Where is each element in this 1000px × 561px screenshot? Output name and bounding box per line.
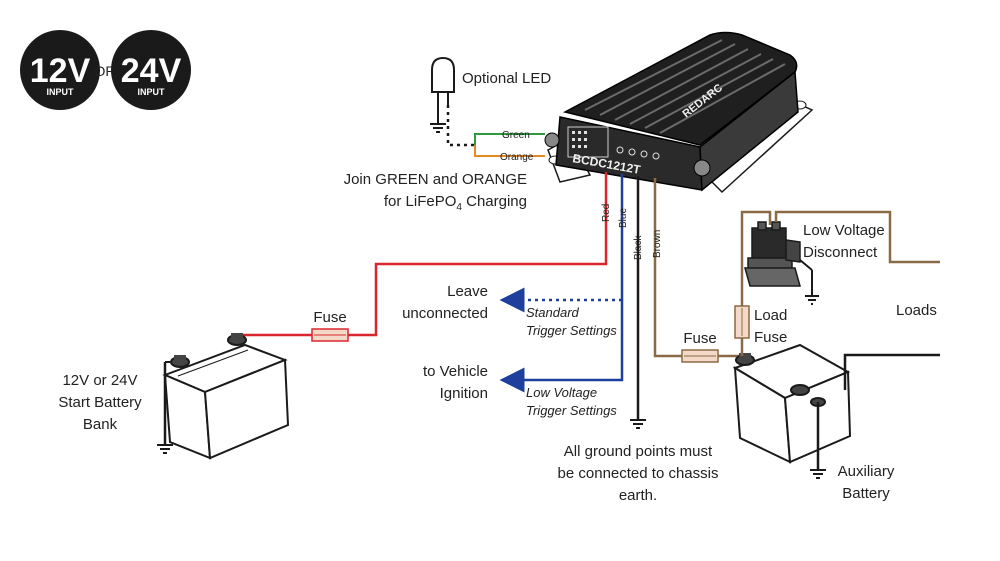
low-voltage-settings-line2: Trigger Settings bbox=[526, 403, 617, 418]
standard-label-line1: Leave bbox=[447, 283, 488, 300]
load-fuse-line1: Load bbox=[754, 307, 787, 324]
lvd-device-icon bbox=[744, 221, 801, 287]
join-note-line2: for LiFePO4 Charging bbox=[384, 193, 527, 213]
lvd-line1: Low Voltage bbox=[803, 222, 885, 239]
aux-battery-icon bbox=[732, 343, 852, 464]
red-wire-label: Red bbox=[601, 204, 612, 222]
aux-battery-line1: Auxiliary bbox=[838, 463, 895, 480]
dc-charger-device: BCDC1212T REDARC bbox=[544, 31, 814, 194]
brown-wire-label: Brown bbox=[652, 230, 663, 258]
green-wire bbox=[474, 133, 545, 145]
brown-wire bbox=[653, 178, 682, 358]
start-fuse-label: Fuse bbox=[313, 309, 346, 326]
start-battery-icon bbox=[162, 333, 290, 460]
badge-12v-sub: INPUT bbox=[47, 87, 75, 97]
standard-settings-line1: Standard bbox=[526, 305, 580, 320]
ground-icon-device bbox=[630, 419, 646, 429]
brown-wire-to-lvd bbox=[740, 210, 772, 306]
aux-fuse-label: Fuse bbox=[683, 330, 716, 347]
red-wire bbox=[348, 172, 608, 337]
start-battery-line3: Bank bbox=[83, 416, 118, 433]
standard-label-line2: unconnected bbox=[402, 305, 488, 322]
badge-12v-voltage: 12V bbox=[30, 52, 91, 90]
ground-icon-lvd bbox=[805, 295, 819, 305]
start-battery-line1: 12V or 24V bbox=[62, 372, 137, 389]
led-label: Optional LED bbox=[462, 70, 551, 87]
low-voltage-label-line2: Ignition bbox=[440, 385, 488, 402]
ground-note-line2: be connected to chassis bbox=[558, 465, 719, 482]
input-badge-12v: 12V INPUT bbox=[20, 30, 100, 110]
join-note-line1: Join GREEN and ORANGE bbox=[344, 171, 527, 188]
badge-24v-sub: INPUT bbox=[138, 87, 166, 97]
loads-label: Loads bbox=[896, 302, 937, 319]
ground-icon-aux bbox=[810, 469, 826, 479]
standard-settings-line2: Trigger Settings bbox=[526, 323, 617, 338]
lvd-line2: Disconnect bbox=[803, 244, 878, 261]
black-wire-label: Black bbox=[633, 235, 644, 260]
ground-icon-start bbox=[157, 444, 173, 454]
aux-battery-line2: Battery bbox=[842, 485, 890, 502]
loads-positive-wire bbox=[774, 210, 940, 264]
led-icon bbox=[430, 56, 455, 133]
low-voltage-label-line1: to Vehicle bbox=[423, 363, 488, 380]
green-wire-label: Green bbox=[502, 130, 530, 141]
low-voltage-settings-line1: Low Voltage bbox=[526, 385, 597, 400]
input-badge-24v: 24V INPUT bbox=[111, 30, 191, 110]
blue-wire-low-voltage bbox=[499, 174, 624, 393]
orange-wire-label: Orange bbox=[500, 152, 534, 163]
orange-wire bbox=[474, 145, 545, 157]
led-dotted-wire bbox=[446, 105, 475, 147]
blue-wire-label: Blue bbox=[618, 208, 629, 228]
ground-note-line1: All ground points must bbox=[564, 443, 713, 460]
badge-or-text: OR bbox=[95, 63, 116, 79]
start-battery-line2: Start Battery bbox=[58, 394, 142, 411]
load-fuse-line2: Fuse bbox=[754, 329, 787, 346]
badge-24v-voltage: 24V bbox=[121, 52, 182, 90]
ground-note-line3: earth. bbox=[619, 487, 657, 504]
loads-negative-wire bbox=[843, 353, 940, 390]
